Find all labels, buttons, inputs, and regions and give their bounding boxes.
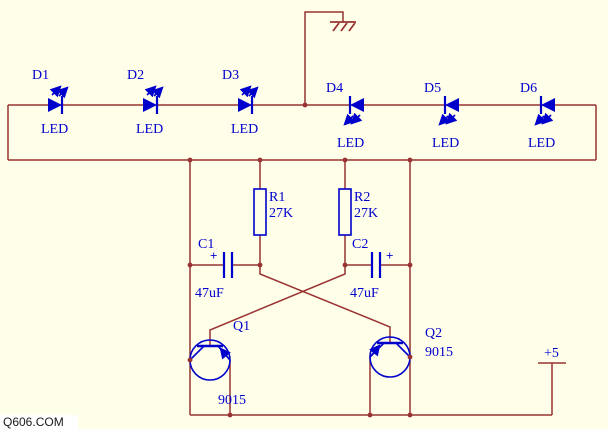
- capacitor-icon-c2: [370, 252, 382, 278]
- led-label-d3: LED: [231, 122, 258, 137]
- capacitor-polarity-c2: +: [386, 248, 393, 263]
- junction-dot: [407, 412, 413, 418]
- junction-dot: [407, 354, 413, 360]
- junction-dots: [187, 102, 413, 418]
- junction-dot: [257, 157, 263, 163]
- led-designator-d5: D5: [424, 81, 441, 96]
- junction-dot: [187, 262, 193, 268]
- led-label-d6: LED: [528, 136, 555, 151]
- led-designator-d2: D2: [127, 68, 144, 83]
- led-designator-d1: D1: [32, 68, 49, 83]
- junction-dot: [342, 157, 348, 163]
- wire-power-terminal: [538, 362, 566, 415]
- junction-dot: [367, 412, 373, 418]
- led-icon-d4: [343, 96, 364, 126]
- power-label: +5: [544, 346, 559, 361]
- watermark-text: Q606.COM: [3, 415, 64, 429]
- led-designator-d3: D3: [222, 68, 239, 83]
- junction-dot: [407, 262, 413, 268]
- led-label-d4: LED: [337, 136, 364, 151]
- watermark-background: [0, 415, 78, 429]
- resistor-value-r2: 27K: [354, 206, 378, 221]
- wires: [7, 11, 597, 416]
- resistor-icon-r1: [253, 188, 267, 236]
- wire-cross-to-q2-base: [259, 265, 391, 343]
- junction-dot: [187, 157, 193, 163]
- junction-dot: [257, 262, 263, 268]
- led-icon-d1: [48, 85, 69, 114]
- led-label-d2: LED: [136, 122, 163, 137]
- wire-cross-to-q1-base: [209, 265, 346, 346]
- led-designator-d4: D4: [326, 81, 343, 96]
- transistor-designator-q2: Q2: [425, 326, 442, 341]
- transistor-icon-q1: [189, 339, 231, 381]
- transistor-designator-q1: Q1: [233, 319, 250, 334]
- resistor-designator-r2: R2: [354, 190, 370, 205]
- ground-icon: [330, 21, 356, 32]
- capacitor-value-c2: 47uF: [350, 286, 379, 301]
- junction-dot: [302, 102, 308, 108]
- capacitor-polarity-c1: +: [210, 248, 217, 263]
- junction-dot: [187, 357, 193, 363]
- transistor-model-q1: 9015: [218, 393, 246, 408]
- wire-ground-lead: [304, 11, 344, 105]
- led-icon-d2: [143, 85, 164, 114]
- capacitor-value-c1: 47uF: [195, 286, 224, 301]
- resistor-designator-r1: R1: [269, 190, 285, 205]
- junction-dot: [342, 262, 348, 268]
- led-icon-d5: [438, 96, 459, 126]
- led-icon-d6: [534, 96, 555, 126]
- capacitor-designator-c1: C1: [198, 237, 214, 252]
- led-icon-d3: [238, 85, 259, 114]
- resistor-value-r1: 27K: [269, 206, 293, 221]
- junction-dot: [227, 412, 233, 418]
- junction-dot: [407, 157, 413, 163]
- transistor-model-q2: 9015: [425, 345, 453, 360]
- capacitor-icon-c1: [222, 252, 234, 278]
- transistor-icon-q2: [369, 336, 411, 378]
- resistor-icon-r2: [338, 188, 352, 236]
- led-designator-d6: D6: [520, 81, 537, 96]
- capacitor-designator-c2: C2: [352, 237, 368, 252]
- led-label-d1: LED: [41, 122, 68, 137]
- led-label-d5: LED: [432, 136, 459, 151]
